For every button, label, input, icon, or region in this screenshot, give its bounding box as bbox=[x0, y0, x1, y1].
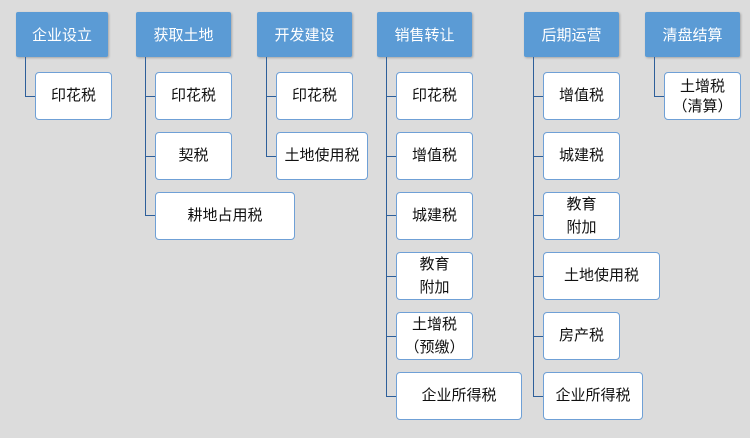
connector-branch bbox=[533, 336, 543, 337]
tax-node: 房产税 bbox=[543, 312, 620, 360]
connector-branch bbox=[386, 96, 396, 97]
connector-branch bbox=[266, 96, 276, 97]
connector-trunk bbox=[266, 57, 267, 156]
tax-node: 印花税 bbox=[276, 72, 353, 120]
connector-branch bbox=[25, 96, 35, 97]
tax-node: 增值税 bbox=[396, 132, 473, 180]
tax-node: 企业所得税 bbox=[543, 372, 643, 420]
tax-node: 城建税 bbox=[543, 132, 620, 180]
tax-node: 耕地占用税 bbox=[155, 192, 295, 240]
tax-node: 教育 附加 bbox=[396, 252, 473, 300]
tax-node: 印花税 bbox=[396, 72, 473, 120]
connector-trunk bbox=[145, 57, 146, 215]
connector-branch bbox=[533, 396, 543, 397]
stage-header-enterprise-setup: 企业设立 bbox=[16, 12, 108, 57]
connector-branch bbox=[145, 156, 155, 157]
connector-branch bbox=[386, 215, 396, 216]
tax-node: 土地使用税 bbox=[276, 132, 368, 180]
tax-node: 教育 附加 bbox=[543, 192, 620, 240]
connector-branch bbox=[533, 156, 543, 157]
connector-branch bbox=[386, 156, 396, 157]
tax-node: 土地使用税 bbox=[543, 252, 660, 300]
tax-node: 契税 bbox=[155, 132, 232, 180]
stage-header-sales-transfer: 销售转让 bbox=[377, 12, 472, 57]
tax-node: 土增税 （预缴） bbox=[396, 312, 473, 360]
connector-trunk bbox=[533, 57, 534, 396]
connector-branch bbox=[533, 96, 543, 97]
tax-node: 土增税 （清算） bbox=[664, 72, 741, 120]
stage-header-land-acquisition: 获取土地 bbox=[136, 12, 231, 57]
stage-header-operations: 后期运营 bbox=[524, 12, 619, 57]
tax-node: 印花税 bbox=[35, 72, 112, 120]
tax-node: 增值税 bbox=[543, 72, 620, 120]
stage-header-development: 开发建设 bbox=[257, 12, 352, 57]
connector-branch bbox=[654, 96, 664, 97]
stage-header-liquidation: 清盘结算 bbox=[645, 12, 740, 57]
connector-branch bbox=[533, 215, 543, 216]
connector-branch bbox=[386, 336, 396, 337]
tax-node: 印花税 bbox=[155, 72, 232, 120]
connector-branch bbox=[386, 396, 396, 397]
connector-branch bbox=[533, 276, 543, 277]
tax-node: 企业所得税 bbox=[396, 372, 522, 420]
connector-trunk bbox=[25, 57, 26, 97]
connector-branch bbox=[145, 215, 155, 216]
connector-branch bbox=[266, 156, 276, 157]
connector-trunk bbox=[386, 57, 387, 396]
connector-branch bbox=[386, 276, 396, 277]
connector-branch bbox=[145, 96, 155, 97]
connector-trunk bbox=[654, 57, 655, 96]
tax-node: 城建税 bbox=[396, 192, 473, 240]
